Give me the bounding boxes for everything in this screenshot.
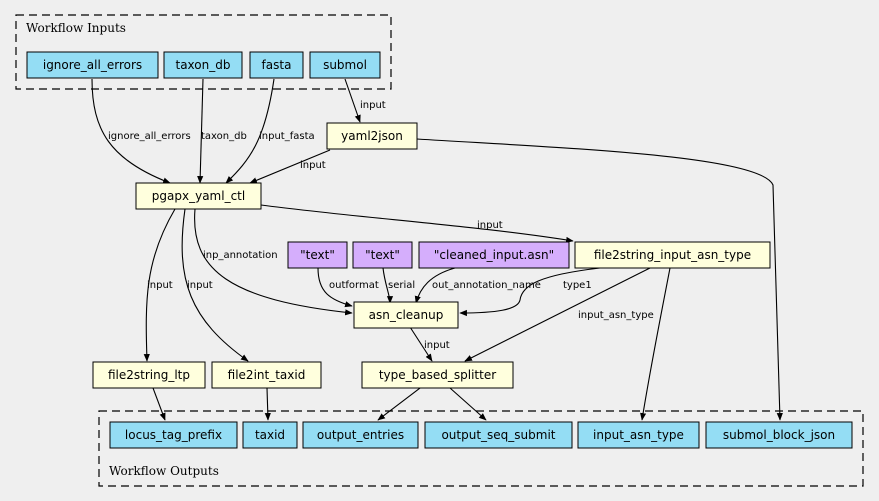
- node-label: submol: [323, 58, 367, 72]
- node-yaml2json[interactable]: yaml2json: [326, 122, 418, 150]
- node-cleaned-input-asn[interactable]: "cleaned_input.asn": [418, 241, 570, 269]
- edge-f2s-asn: [459, 267, 601, 317]
- edges: [91, 78, 783, 421]
- edge-label-ignore-pgapx: ignore_all_errors: [108, 131, 191, 142]
- node-fasta[interactable]: fasta: [249, 51, 304, 79]
- edge-ltp-locus: [152, 387, 166, 421]
- workflow-outputs-title: Workflow Outputs: [109, 464, 219, 478]
- node-label: "cleaned_input.asn": [434, 248, 554, 262]
- edge-labels: input ignore_all_errors taxon_db input_f…: [108, 100, 654, 351]
- edge-label-yaml-pgapx: input: [300, 160, 326, 171]
- edge-pgapx-asn: [194, 208, 353, 316]
- edge-yaml-submolblock: [416, 138, 783, 421]
- node-file2int-taxid[interactable]: file2int_taxid: [211, 361, 322, 389]
- edge-label-pgapx-f2s: input: [477, 220, 503, 231]
- edge-yaml-pgapx: [249, 149, 331, 184]
- edge-label-text1-asn: outformat: [329, 280, 379, 291]
- node-pgapx-yaml-ctl[interactable]: pgapx_yaml_ctl: [135, 182, 262, 210]
- edge-taxon-pgapx: [197, 78, 204, 184]
- node-submol-block-json[interactable]: submol_block_json: [705, 421, 853, 449]
- edge-label-pgapx-ltp: input: [147, 280, 173, 291]
- node-label: input_asn_type: [593, 428, 684, 442]
- node-label: type_based_splitter: [379, 368, 496, 382]
- node-label: pgapx_yaml_ctl: [152, 189, 245, 203]
- edge-label-pgapx-asn: inp_annotation: [203, 250, 278, 261]
- edge-fasta-pgapx: [225, 78, 275, 184]
- edge-label-f2s-asn: type1: [563, 280, 592, 291]
- node-label: output_entries: [317, 428, 404, 442]
- edge-pgapx-taxid: [181, 208, 249, 362]
- node-file2string-input-asn-type[interactable]: file2string_input_asn_type: [574, 241, 771, 269]
- edge-ignore-pgapx: [91, 78, 171, 184]
- node-label: submol_block_json: [723, 428, 835, 442]
- edge-submol-yaml2json: [344, 78, 361, 123]
- node-asn-cleanup[interactable]: asn_cleanup: [353, 301, 459, 329]
- node-taxid[interactable]: taxid: [242, 421, 298, 449]
- node-label: asn_cleanup: [369, 308, 444, 322]
- node-taxon-db[interactable]: taxon_db: [163, 51, 243, 79]
- node-text-serial[interactable]: "text": [352, 241, 413, 269]
- node-ignore-all-errors[interactable]: ignore_all_errors: [26, 51, 159, 79]
- node-label: "text": [365, 248, 400, 262]
- node-label: file2string_ltp: [108, 368, 190, 382]
- edge-label-f2s-tbs: input_asn_type: [578, 310, 654, 321]
- edge-text1-asn: [317, 267, 353, 308]
- edge-pgapx-f2s: [260, 204, 574, 243]
- node-input-asn-type[interactable]: input_asn_type: [577, 421, 700, 449]
- node-label: fasta: [262, 58, 292, 72]
- edge-label-cleaned-asn: out_annotation_name: [432, 280, 541, 291]
- node-locus-tag-prefix[interactable]: locus_tag_prefix: [109, 421, 238, 449]
- nodes: ignore_all_errors taxon_db fasta submol …: [26, 51, 853, 449]
- node-file2string-ltp[interactable]: file2string_ltp: [92, 361, 206, 389]
- edge-tbs-seqsubmit: [449, 387, 487, 421]
- node-label: ignore_all_errors: [43, 58, 142, 72]
- node-label: taxid: [255, 428, 285, 442]
- workflow-inputs-cluster: Workflow Inputs: [15, 14, 392, 90]
- edge-f2s-tbs: [464, 267, 651, 362]
- node-label: taxon_db: [176, 58, 231, 72]
- node-label: "text": [300, 248, 335, 262]
- node-label: file2string_input_asn_type: [594, 248, 751, 262]
- node-output-seq-submit[interactable]: output_seq_submit: [424, 421, 573, 449]
- node-label: output_seq_submit: [441, 428, 555, 442]
- edge-text2-asn: [382, 267, 394, 304]
- edge-label-taxon-pgapx: taxon_db: [201, 131, 247, 142]
- node-label: yaml2json: [341, 129, 403, 143]
- node-output-entries[interactable]: output_entries: [302, 421, 419, 449]
- edge-cleaned-asn: [414, 267, 456, 304]
- edge-tbs-entries: [377, 387, 421, 421]
- node-label: file2int_taxid: [228, 368, 306, 382]
- edge-label-submol-yaml2json: input: [360, 100, 386, 111]
- edge-label-text2-asn: serial: [388, 280, 415, 291]
- workflow-outputs-cluster: Workflow Outputs: [98, 410, 864, 487]
- workflow-inputs-title: Workflow Inputs: [26, 21, 126, 35]
- edge-label-fasta-pgapx: input_fasta: [259, 131, 315, 142]
- node-text-outformat[interactable]: "text": [287, 241, 348, 269]
- edge-label-pgapx-taxid: input: [187, 280, 213, 291]
- node-submol[interactable]: submol: [309, 51, 381, 79]
- edge-label-asn-tbs: input: [424, 340, 450, 351]
- edge-f2s-inputasntype: [640, 267, 671, 421]
- edge-asn-tbs: [409, 326, 433, 362]
- edge-taxid-taxid: [264, 387, 271, 421]
- edge-pgapx-ltp: [143, 208, 176, 362]
- node-label: locus_tag_prefix: [125, 428, 222, 442]
- node-type-based-splitter[interactable]: type_based_splitter: [361, 361, 514, 389]
